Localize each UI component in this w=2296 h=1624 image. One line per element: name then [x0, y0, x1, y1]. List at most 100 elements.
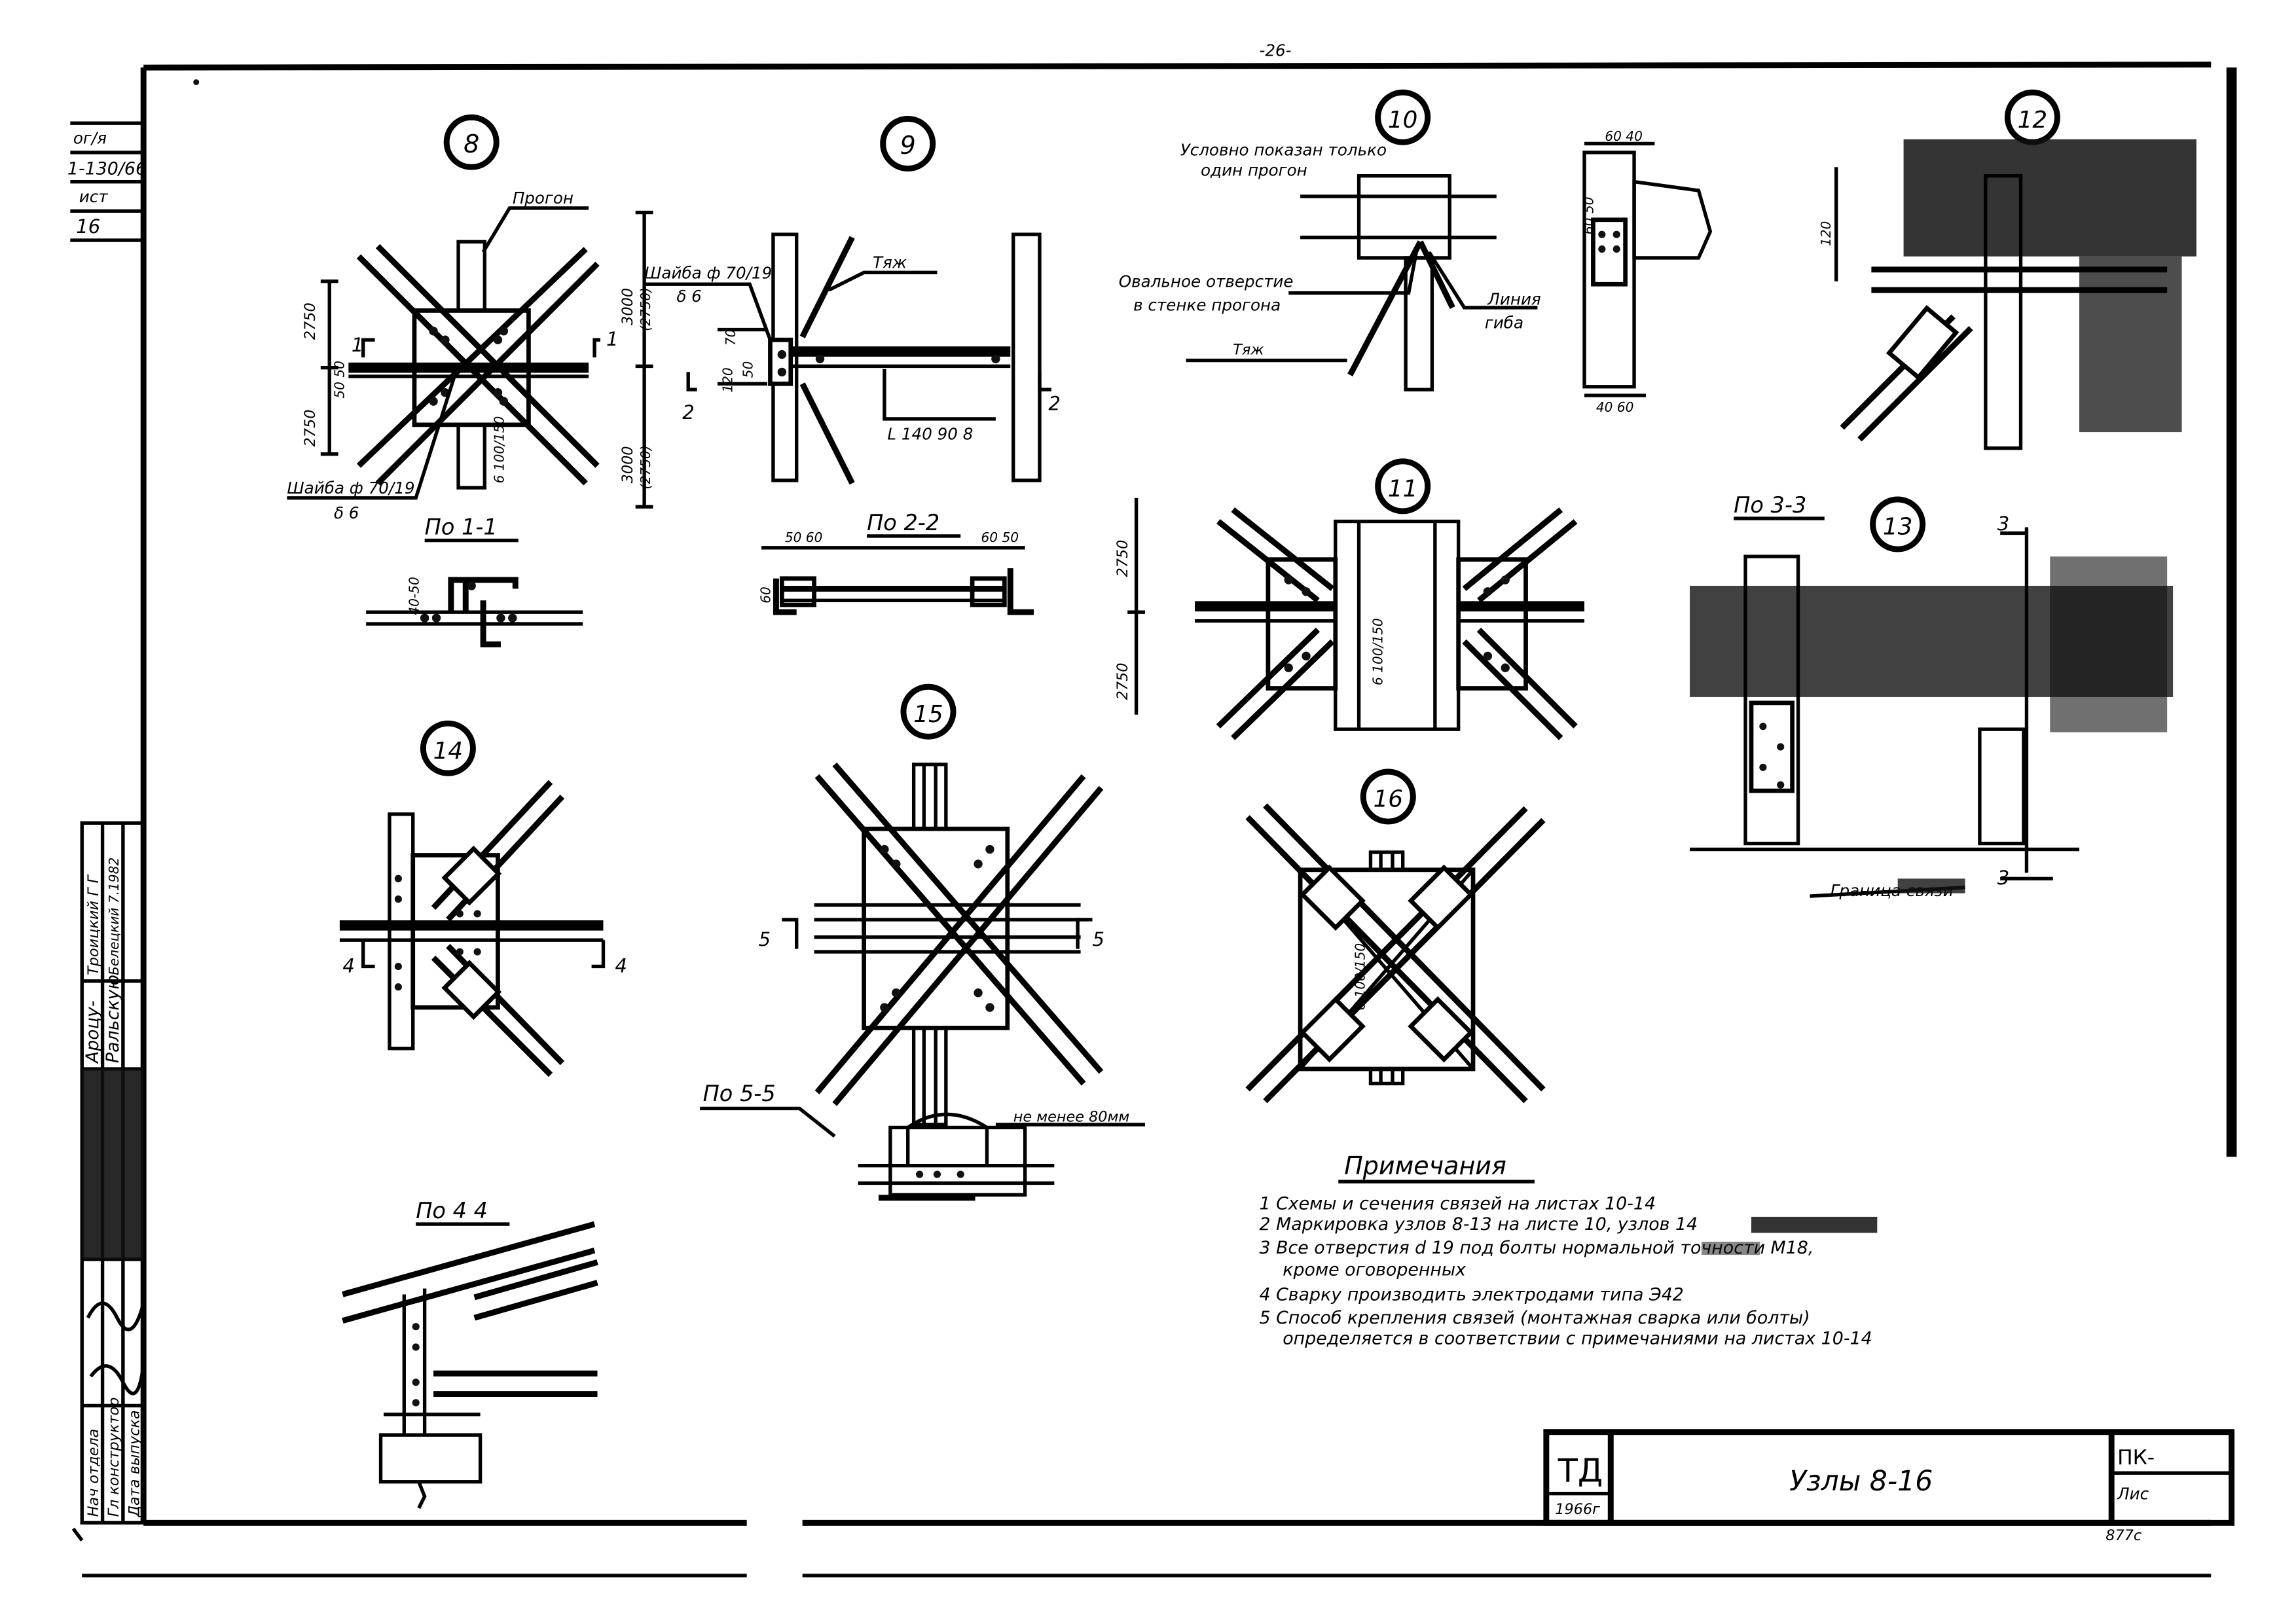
node-8-dim-pitch: 6 100/150 — [491, 416, 507, 484]
node-11-dim-pitch: 6 100/150 — [1370, 618, 1385, 685]
section-3-3-title: По 3-3 — [1734, 492, 1806, 518]
node-13-label: 13 — [1883, 514, 1913, 541]
node-10-rod-label: Тяж — [1233, 342, 1264, 359]
node-10-label: 10 — [1388, 107, 1418, 134]
node-10-dim-bottom: 40 60 — [1596, 399, 1634, 415]
stamp-left: ог/я 1-130/66 ист 16 — [67, 121, 147, 242]
notes-item-3-cont: кроме оговоренных — [1283, 1259, 1467, 1280]
node-8: 8 2750 2750 50 50 6 100/150 Прогон Шайба… — [287, 114, 618, 522]
notes-item-5: 5 Способ крепления связей (монтажная сва… — [1259, 1308, 1810, 1328]
node-11-label: 11 — [1388, 476, 1418, 503]
node-9-dim-a: 70 — [723, 329, 738, 346]
stamp-left-row-0: ог/я — [73, 128, 107, 147]
title-block: ТД 1966г Узлы 8-16 ПК- Лис 877с — [1543, 1429, 2235, 1544]
section-3-3-cut-bottom: 3 — [1997, 867, 2010, 889]
stamp-left-row-2: ист — [79, 187, 109, 206]
node-9-dim-c: 50 — [740, 361, 756, 378]
node-9-dim-lower: 3000 — [619, 446, 636, 483]
node-9-dim-b: 120 — [720, 367, 735, 392]
node-9-cut-left: 2 — [682, 401, 695, 424]
stamp-left-row-1: 1-130/66 — [67, 158, 147, 179]
side-stamp-row-1-name: Белецкий 7.1982 — [106, 857, 122, 975]
node-14: 14 4 4 — [339, 720, 627, 1077]
side-stamp-row-2-role: Дата выпуска — [126, 1410, 143, 1517]
node-16: 16 6 100/150 — [1245, 768, 1546, 1104]
node-9-dim-lower-alt: (2750) — [638, 445, 653, 489]
side-stamp-row-0-role: Нач отдела — [85, 1429, 102, 1517]
node-8-washer-bottom: Шайба ф 70/19 — [287, 478, 414, 497]
node-8-dim-lower: 2750 — [302, 410, 319, 447]
node-9-rod-label: Тяж — [873, 253, 907, 272]
section-5-5: По 5-5 не менее 80мм — [700, 1081, 1146, 1201]
node-15: 15 5 5 — [759, 683, 1105, 1127]
node-14-cut-right: 4 — [615, 954, 627, 977]
node-10-bend-1: Линия — [1487, 290, 1541, 309]
node-9-angle: L 140 90 8 — [887, 424, 973, 443]
section-1-1: По 1-1 40-50 — [366, 514, 583, 647]
page-number: -26- — [1259, 41, 1291, 60]
section-3-3-cut-top: 3 — [1997, 513, 2010, 535]
node-14-cut-left: 4 — [342, 954, 355, 977]
node-11-dim-upper: 2750 — [1114, 540, 1131, 577]
title-block-title: Узлы 8-16 — [1789, 1466, 1933, 1498]
section-2-2-dim-height: 60 — [757, 586, 773, 604]
node-9-dim-upper-alt: (2750) — [638, 287, 653, 331]
node-8-cut-right: 1 — [606, 328, 618, 350]
node-8-label: 8 — [464, 130, 479, 158]
node-9-washer: Шайба ф 70/19 — [644, 263, 772, 282]
section-4-4-title: По 4 4 — [416, 1198, 488, 1223]
side-stamp-row-1-role: Гл конструктор — [105, 1398, 122, 1517]
node-10-note-2: один прогон — [1201, 161, 1307, 180]
notes-item-4: 4 Сварку производить электродами типа Э4… — [1259, 1284, 1683, 1305]
notes-item-5-cont: определяется в соответствии с примечания… — [1283, 1329, 1872, 1349]
node-12: 12 120 — [1818, 89, 2196, 450]
node-10-oval-hole-2: в стенке прогона — [1133, 295, 1281, 314]
node-12-label: 12 — [2018, 107, 2048, 134]
title-block-sheet-number: 877с — [2105, 1527, 2141, 1544]
node-9-cut-right: 2 — [1048, 393, 1061, 415]
node-12-dim: 120 — [1818, 221, 1834, 246]
title-block-series: ПК- — [2117, 1446, 2155, 1470]
notes-heading: Примечания — [1344, 1151, 1506, 1180]
node-10-dim-top: 60 40 — [1605, 128, 1643, 144]
node-15-cut-left: 5 — [759, 928, 771, 950]
node-9-label: 9 — [900, 131, 916, 160]
section-1-1-title: По 1-1 — [425, 514, 498, 540]
section-1-1-dim: 40-50 — [407, 577, 422, 615]
notes-item-2: 2 Маркировка узлов 8-13 на листе 10, узл… — [1259, 1214, 1698, 1235]
notes-item-1: 1 Схемы и сечения связей на листах 10-14 — [1259, 1194, 1656, 1214]
node-14-label: 14 — [433, 738, 464, 765]
node-10: 10 Условно показан только один прогон Ов… — [1119, 89, 1713, 415]
section-2-2-dim-right: 60 50 — [981, 530, 1019, 545]
node-11: 11 2750 2750 6 100/150 — [1114, 458, 1585, 740]
node-9-dim-upper: 3000 — [619, 288, 636, 325]
section-4-4: По 4 4 — [342, 1198, 598, 1509]
title-block-sheet-label: Лис — [2117, 1485, 2149, 1504]
node-10-dim-side: 60 50 — [1580, 197, 1596, 235]
title-block-org: ТД — [1558, 1452, 1603, 1490]
node-10-oval-hole-1: Овальное отверстие — [1119, 272, 1294, 291]
section-5-5-note: не менее 80мм — [1013, 1109, 1130, 1126]
node-16-dim-pitch: 6 100/150 — [1353, 943, 1368, 1011]
node-16-label: 16 — [1374, 786, 1404, 813]
section-5-5-title: По 5-5 — [703, 1081, 776, 1106]
side-stamp-row-1-sign: Ральскую — [103, 975, 123, 1063]
node-15-cut-right: 5 — [1093, 928, 1105, 950]
section-2-2: По 2-2 50 60 60 50 60 — [757, 510, 1034, 615]
node-8-washer-bottom-thk: δ 6 — [334, 503, 359, 522]
node-11-dim-lower: 2750 — [1114, 662, 1131, 700]
title-block-year: 1966г — [1555, 1501, 1600, 1518]
node-8-dim-upper: 2750 — [302, 302, 319, 340]
stamp-left-row-3: 16 — [76, 215, 100, 238]
node-8-cut-left: 1 — [352, 334, 364, 356]
node-10-note-1: Условно показан только — [1180, 140, 1387, 159]
node-9-washer-thk: δ 6 — [676, 287, 702, 306]
node-8-purlin-label: Прогон — [513, 189, 574, 208]
sheet-frame — [82, 62, 2237, 1578]
node-15-label: 15 — [913, 701, 943, 728]
node-8-dim-mid: 50 50 — [332, 361, 348, 399]
node-10-bend-2: гиба — [1485, 313, 1523, 332]
side-stamp-row-0-sign: Ароцу- — [82, 1000, 103, 1064]
node-13: По 3-3 13 3 3 Граница связи — [1690, 492, 2174, 900]
